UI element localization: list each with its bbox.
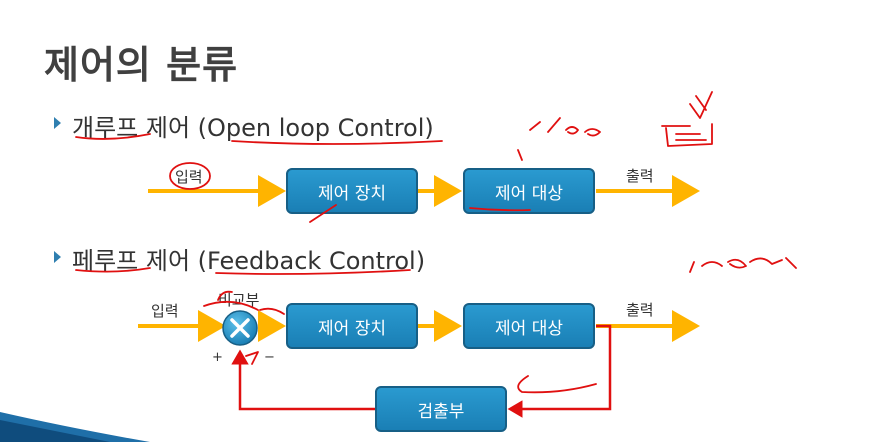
feedback-loop-left (231, 349, 375, 411)
plus-sign: + (212, 350, 223, 365)
fb-input-label: 입력 (151, 302, 179, 320)
open-plant-box: 제어 대상 (463, 168, 595, 214)
bullet-icon (54, 117, 61, 129)
fb-controller-box: 제어 장치 (286, 303, 418, 349)
comparator-label: 비교부 (218, 291, 260, 309)
fb-output-label: 출력 (626, 301, 654, 319)
bullet-icon (54, 251, 61, 263)
fb-plant-box: 제어 대상 (463, 303, 595, 349)
open-controller-box: 제어 장치 (286, 168, 418, 214)
page-title: 제어의 분류 (44, 43, 239, 87)
open-output-label: 출력 (626, 167, 654, 185)
open-input-label: 입력 (175, 168, 203, 186)
feedback-loop-right (507, 324, 612, 418)
detector-box: 검출부 (375, 386, 507, 432)
minus-sign: − (264, 350, 275, 365)
